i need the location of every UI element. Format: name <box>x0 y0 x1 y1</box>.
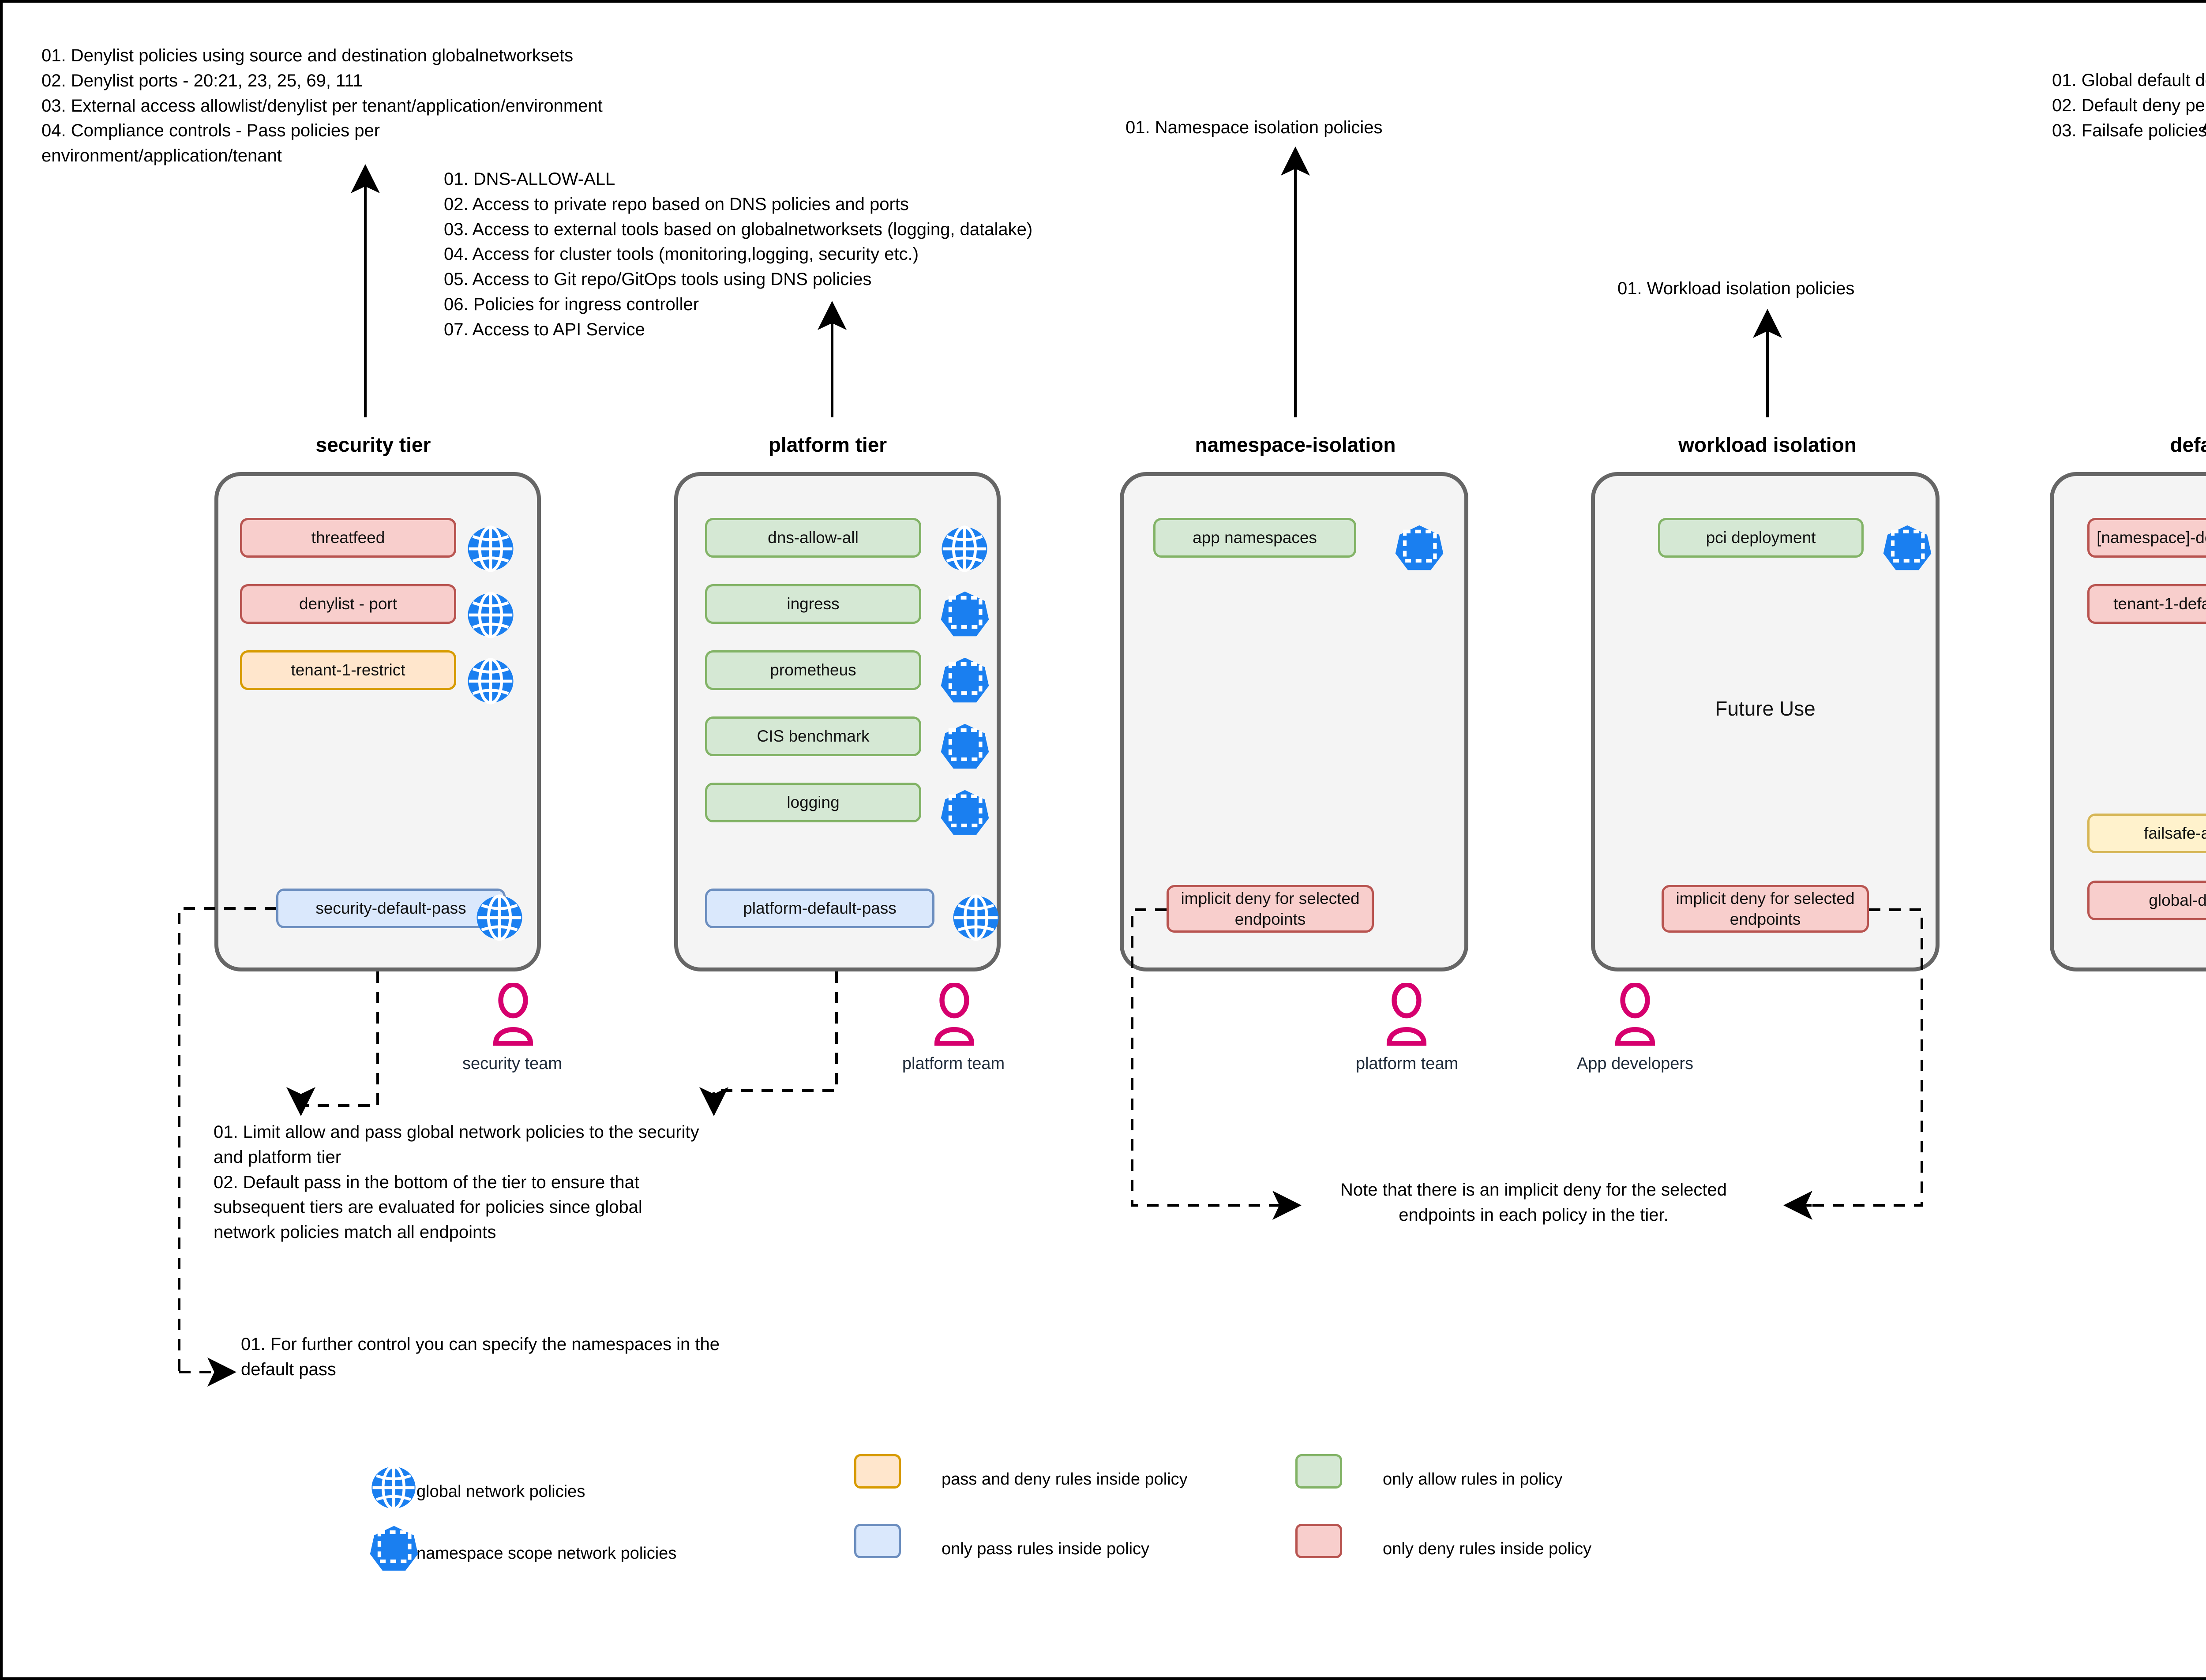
team-label-platform-1: platform team <box>902 1054 1005 1073</box>
connector-security-tier-to-notes <box>300 971 379 1107</box>
legend-swatch-mixed <box>854 1454 901 1489</box>
policy-app-namespaces[interactable]: app namespaces <box>1153 518 1356 558</box>
namespace-icon <box>370 1526 418 1571</box>
legend-label-only-pass: only pass rules inside policy <box>942 1540 1150 1558</box>
workload-isolation-note: 01. Workload isolation policies <box>1617 279 1855 298</box>
policy-pci-deployment[interactable]: pci deployment <box>1658 518 1864 558</box>
connector-platform-tier-to-notes <box>713 971 838 1104</box>
person-icon <box>1618 985 1653 1043</box>
tier-title-namespace-isolation: namespace-isolation <box>1195 433 1396 456</box>
policy-implicit-deny-namespace[interactable]: implicit deny for selected endpoints <box>1167 885 1374 933</box>
default-tier-notes: 01. Global default deny 02. Default deny… <box>2052 71 2206 140</box>
person-icon <box>496 985 531 1043</box>
legend-swatch-allow <box>1295 1454 1342 1489</box>
policy-ingress[interactable]: ingress <box>705 584 921 624</box>
policy-global-deny[interactable]: global-deny <box>2087 881 2206 920</box>
legend-swatch-pass <box>854 1524 901 1558</box>
tier-title-security: security tier <box>315 433 431 456</box>
legend-label-global-network-policies: global network policies <box>416 1482 585 1501</box>
namespace-isolation-note: 01. Namespace isolation policies <box>1126 118 1383 137</box>
legend-label-only-allow: only allow rules in policy <box>1383 1470 1563 1489</box>
platform-tier-notes: 01. DNS-ALLOW-ALL 02. Access to private … <box>444 169 1033 339</box>
person-icon <box>1389 985 1424 1043</box>
policy-failsafe-allow[interactable]: failsafe-allow <box>2087 814 2206 853</box>
legend-label-namespace-scope-network-policies: namespace scope network policies <box>416 1544 677 1563</box>
team-label-app-developers: App developers <box>1576 1054 1694 1073</box>
policy-dns-allow-all[interactable]: dns-allow-all <box>705 518 921 558</box>
security-tier-notes: 01. Denylist policies using source and d… <box>41 46 603 166</box>
legend-swatch-deny <box>1295 1524 1342 1558</box>
legend-label-only-deny: only deny rules inside policy <box>1383 1540 1592 1558</box>
person-icon <box>937 985 972 1043</box>
globe-icon <box>371 1466 415 1508</box>
policy-security-default-pass[interactable]: security-default-pass <box>276 889 506 928</box>
bottom-left-notes: 01. Limit allow and pass global network … <box>214 1122 699 1242</box>
policy-cis-benchmark[interactable]: CIS benchmark <box>705 716 921 756</box>
default-pass-note: 01. For further control you can specify … <box>241 1335 720 1379</box>
policy-namespace-default-deny[interactable]: [namespace]-default-deny <box>2087 518 2206 558</box>
policy-tenant-1-default-deny[interactable]: tenant-1-default-deny <box>2087 584 2206 624</box>
policy-tenant-1-restrict[interactable]: tenant-1-restrict <box>240 650 456 690</box>
future-use-label: Future Use <box>1715 697 1816 720</box>
policy-prometheus[interactable]: prometheus <box>705 650 921 690</box>
policy-logging[interactable]: logging <box>705 783 921 822</box>
tier-title-default: default tier <box>2170 433 2206 456</box>
implicit-deny-note: Note that there is an implicit deny for … <box>1340 1180 1727 1225</box>
team-label-security-1: security team <box>462 1054 562 1073</box>
policy-implicit-deny-workload[interactable]: implicit deny for selected endpoints <box>1662 885 1869 933</box>
tier-title-platform: platform tier <box>768 433 887 456</box>
policy-denylist-port[interactable]: denylist - port <box>240 584 456 624</box>
team-label-platform-2: platform team <box>1355 1054 1459 1073</box>
legend-label-pass-and-deny: pass and deny rules inside policy <box>942 1470 1188 1489</box>
policy-platform-default-pass[interactable]: platform-default-pass <box>705 889 934 928</box>
policy-threatfeed[interactable]: threatfeed <box>240 518 456 558</box>
tier-title-workload-isolation: workload isolation <box>1678 433 1857 456</box>
